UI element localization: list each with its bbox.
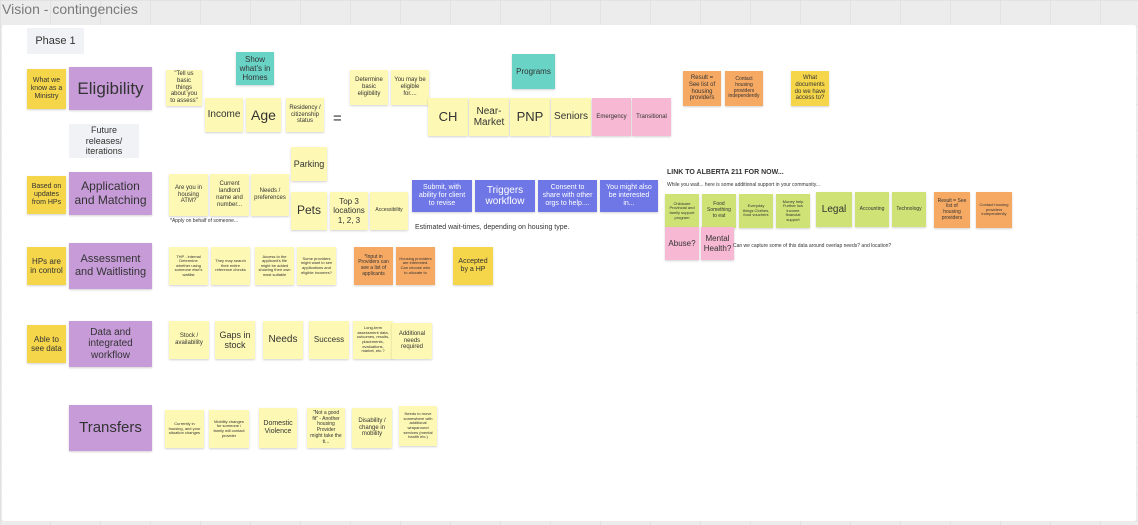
row-title-application[interactable]: Application and Matching (69, 172, 152, 215)
sticky-note[interactable]: Result = See list of housing providers (683, 71, 721, 106)
sticky-note[interactable]: Stock / availability (169, 321, 209, 359)
alberta-subtext: While you wait... here is some additiona… (667, 182, 821, 188)
sticky-note[interactable]: THP - internal Determine whether using s… (169, 247, 208, 285)
sticky-note[interactable]: Disability / change in mobility (352, 408, 392, 448)
wait-times-note: Estimated wait-times, depending on housi… (415, 224, 570, 231)
sticky-note[interactable]: Childcare Provincial and family support … (665, 194, 699, 228)
sticky-note[interactable]: Age (246, 98, 281, 132)
phase-label[interactable]: Phase 1 (27, 28, 84, 54)
row-side-note[interactable]: Able to see data (27, 325, 66, 363)
sticky-note[interactable]: Consent to share with other orgs to help… (538, 180, 597, 212)
row-side-note[interactable]: HPs are in control (27, 247, 66, 285)
sticky-note[interactable]: Needs / preferences (251, 174, 289, 216)
sticky-note[interactable]: *Input in Providers can see a list of ap… (354, 247, 393, 285)
whiteboard-canvas[interactable]: Phase 1 What we know as a Ministry Eligi… (2, 25, 1136, 521)
sticky-note[interactable]: "Tell us basic things about you to asses… (166, 70, 202, 106)
sticky-note[interactable]: Accessibility (370, 192, 408, 230)
sticky-note[interactable]: Technology (892, 192, 926, 227)
sticky-note[interactable]: Needs (263, 321, 303, 359)
sticky-note[interactable]: Top 3 locations 1, 2, 3 (330, 192, 368, 230)
sticky-note[interactable]: What documents do we have access to? (791, 71, 829, 106)
sticky-note[interactable]: Everyday things Clothes, food vouchers (739, 194, 773, 228)
sticky-note[interactable]: Residency / citizenship status (286, 98, 324, 132)
sticky-note[interactable]: Pets (291, 192, 327, 230)
sticky-note[interactable]: "Not a good fit" - Another housing Provi… (307, 408, 345, 448)
sticky-note[interactable]: Contact housing providers independently (976, 192, 1012, 228)
sticky-note[interactable]: Domestic Violence (259, 408, 297, 448)
sticky-note[interactable]: Mobility changes for someone / family wi… (209, 410, 249, 448)
sticky-note[interactable]: Determine basic eligibility (350, 70, 388, 105)
sticky-note[interactable]: Success (309, 321, 349, 359)
sticky-note[interactable]: Near-Market (469, 98, 509, 136)
future-releases-note[interactable]: Future releases/ iterations (69, 124, 139, 158)
sticky-note[interactable]: Submit, with ability for client to revis… (412, 180, 472, 212)
capture-data-note: Can we capture some of this data around … (733, 243, 892, 249)
sticky-note[interactable]: Legal (816, 192, 852, 227)
row-title-data[interactable]: Data and integrated workflow (69, 321, 152, 367)
sticky-note[interactable]: Some providers might want to see applica… (297, 247, 336, 285)
sticky-note[interactable]: Housing providers are interested. Can ch… (396, 247, 435, 285)
row-side-note[interactable]: Based on updates from HPs (27, 176, 66, 214)
sticky-note[interactable]: Emergency (592, 98, 631, 136)
equals-sign: = (333, 110, 342, 127)
sticky-note[interactable]: CH (428, 98, 468, 136)
sticky-note[interactable]: Current landlord name and number... (210, 174, 249, 216)
sticky-note[interactable]: Food Something to eat (702, 194, 736, 228)
sticky-note[interactable]: Triggers workflow (475, 180, 535, 212)
sticky-note[interactable]: Transitional (632, 98, 671, 136)
row-title-eligibility[interactable]: Eligibility (69, 67, 152, 110)
sticky-note[interactable]: You may be eligible for.... (391, 70, 429, 105)
sticky-note[interactable]: Accepted by a HP (453, 247, 493, 285)
row-side-note[interactable]: What we know as a Ministry (27, 69, 66, 109)
sticky-note[interactable]: Money help Further low income financial … (776, 194, 810, 228)
sticky-note[interactable]: You might also be interested in... (600, 180, 658, 212)
sticky-note[interactable]: Additional needs required (392, 323, 432, 359)
sticky-note[interactable]: Gaps in stock (215, 321, 255, 359)
sticky-note[interactable]: Access to the applicant's file might be … (255, 247, 294, 285)
sticky-note[interactable]: PNP (510, 98, 550, 136)
sticky-note[interactable]: Programs (512, 54, 555, 89)
sticky-note[interactable]: Result = See list of housing providers (934, 192, 970, 228)
sticky-note[interactable]: Are you in housing ATM? (169, 174, 208, 216)
sticky-note[interactable]: Mental Health? (701, 227, 734, 260)
sticky-note[interactable]: Parking (291, 147, 327, 181)
alberta-link-heading[interactable]: LINK TO ALBERTA 211 FOR NOW... (667, 169, 784, 176)
sticky-note[interactable]: Currently in housing, and your situation… (165, 410, 204, 448)
apply-behalf-note: *Apply on behalf of someone... (170, 218, 239, 224)
sticky-note[interactable]: Abuse? (665, 227, 699, 260)
sticky-note[interactable]: Income (205, 98, 243, 132)
sticky-note[interactable]: Long-term assessment data, outcomes, res… (353, 321, 393, 359)
frame-title: Vision - contingencies (2, 1, 138, 17)
row-title-assessment[interactable]: Assessment and Waitlisting (69, 243, 152, 289)
sticky-note[interactable]: Accounting (855, 192, 889, 227)
sticky-note[interactable]: Show what's in Homes (236, 52, 274, 85)
sticky-note[interactable]: Needs to move somewhere with additional … (399, 406, 437, 446)
row-title-transfers[interactable]: Transfers (69, 405, 152, 451)
sticky-note[interactable]: They may search their entire reference c… (211, 247, 250, 285)
sticky-note[interactable]: Seniors (551, 98, 591, 136)
sticky-note[interactable]: Contact housing providers independently (725, 71, 763, 106)
